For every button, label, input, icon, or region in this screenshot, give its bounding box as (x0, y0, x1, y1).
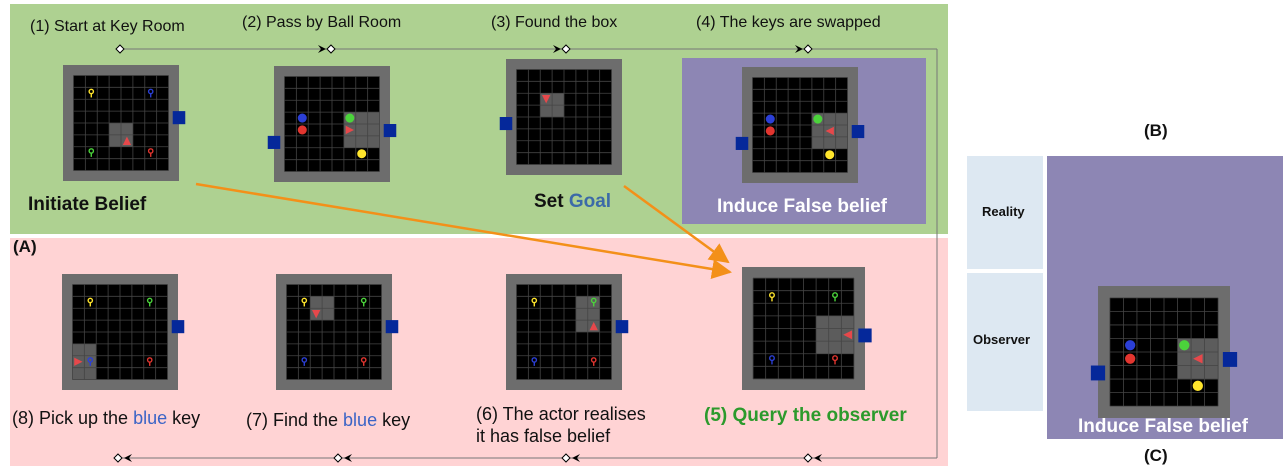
step-8-prefix: (8) Pick up the (12, 408, 134, 428)
caption-induce-false-belief: Induce False belief (717, 196, 887, 217)
caption-initiate-belief: Initiate Belief (28, 194, 147, 215)
step-2-label: (2) Pass by Ball Room (242, 14, 402, 31)
observer-row-header (967, 273, 1043, 411)
grid-step-5 (742, 267, 872, 390)
step-7-prefix: (7) Find the (246, 410, 344, 430)
panel-c-label: (C) (1144, 446, 1168, 465)
step-7-color: blue (343, 410, 378, 430)
grid-step-3 (499, 59, 622, 175)
arrow-initiate-to-query (195, 182, 732, 279)
timeline-markers-top (115, 44, 813, 54)
goal-word: Goal (568, 191, 612, 212)
step-5-query-label: (5) Query the observer (704, 405, 907, 426)
panel-a-label: (A) (13, 237, 37, 256)
set-goal-prefix: Set (534, 191, 569, 212)
grid-step-6 (506, 274, 629, 390)
grid-step-8 (62, 274, 185, 390)
reality-label: Reality (982, 204, 1025, 219)
panel-b-label: (B) (1144, 121, 1168, 140)
step-3-label: (3) Found the box (491, 14, 618, 31)
step-6-line-2: it has false belief (476, 426, 611, 446)
grid-step-2 (267, 66, 397, 182)
grid-step-7 (276, 274, 399, 390)
step-1-label: (1) Start at Key Room (30, 18, 185, 35)
step-7-label: (7) Find the blue key (246, 410, 410, 431)
step-8-color: blue (133, 408, 168, 428)
observer-label: Observer (973, 332, 1031, 347)
step-6-line-1: (6) The actor realises (476, 404, 646, 424)
reality-row-header (967, 156, 1043, 269)
step-8-suffix: key (167, 408, 201, 428)
arrow-goal-to-query (623, 184, 730, 264)
step-7-suffix: key (377, 410, 411, 430)
grid-step-1 (63, 65, 186, 181)
step-8-label: (8) Pick up the blue key (12, 408, 200, 429)
grid-step-4 (735, 67, 865, 183)
panel-c-induce-label: Induce False belief (1078, 416, 1248, 437)
caption-set-goal: Set Goal (534, 191, 611, 213)
grid-panel-c-observer (1090, 286, 1238, 418)
timeline-markers-bottom (113, 453, 822, 463)
step-4-label: (4) The keys are swapped (696, 14, 881, 31)
